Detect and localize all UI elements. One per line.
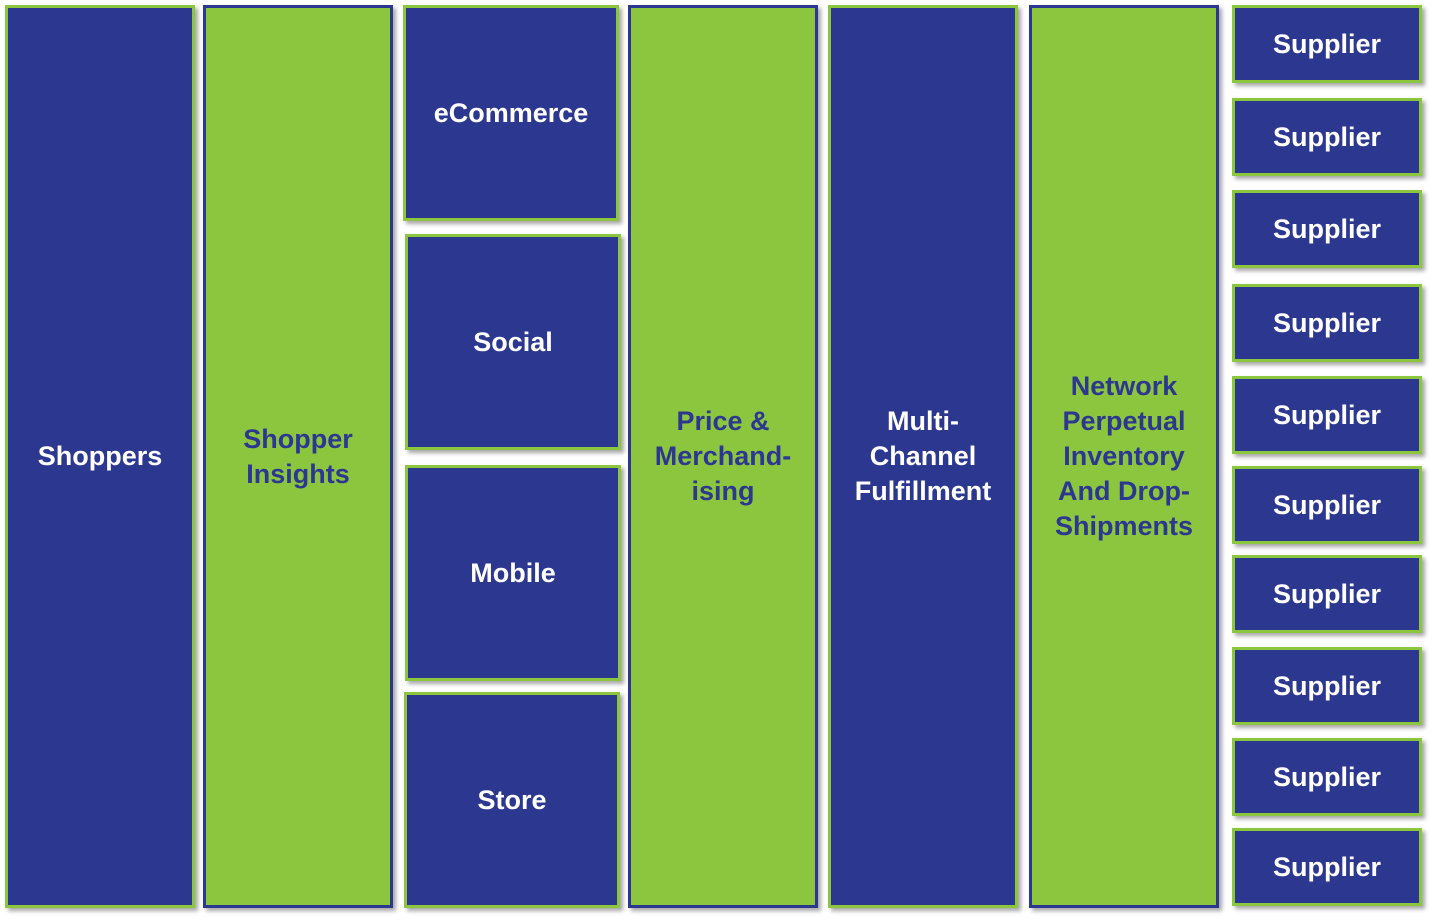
network-inventory-label: Network Perpetual Inventory And Drop- Sh… [1054,371,1194,541]
network-inventory-column: Network Perpetual Inventory And Drop- Sh… [1029,5,1219,908]
supplier-label: Supplier [1272,213,1381,244]
channel-ecommerce-box: eCommerce [403,5,619,221]
shoppers-label: Shoppers [37,441,163,471]
supplier-label: Supplier [1272,399,1381,430]
channel-mobile-box: Mobile [405,465,621,681]
price-merchandising-column: Price & Merchand- ising [628,5,818,908]
shopper-insights-label: Shopper Insights [243,423,353,489]
channel-ecommerce-label: eCommerce [433,98,589,128]
channel-store-box: Store [404,692,620,908]
supplier-label: Supplier [1272,761,1381,792]
supplier-box: Supplier [1232,376,1422,454]
supplier-box: Supplier [1232,284,1422,362]
supplier-box: Supplier [1232,190,1422,268]
supplier-box: Supplier [1232,5,1422,83]
channel-mobile-label: Mobile [470,557,556,588]
shoppers-column: Shoppers [5,5,195,908]
supplier-box: Supplier [1232,828,1422,906]
supplier-label: Supplier [1272,670,1381,701]
supplier-label: Supplier [1272,307,1381,338]
supplier-box: Supplier [1232,647,1422,725]
channel-social-label: Social [473,326,553,357]
price-merchandising-label: Price & Merchand- ising [654,406,792,506]
multi-channel-fulfillment-label: Multi- Channel Fulfillment [854,406,992,506]
channel-store-label: Store [477,784,547,815]
supplier-box: Supplier [1232,555,1422,633]
supplier-label: Supplier [1272,121,1381,152]
supplier-box: Supplier [1232,466,1422,544]
supplier-label: Supplier [1272,851,1381,882]
supplier-label: Supplier [1272,28,1381,59]
supplier-label: Supplier [1272,489,1381,520]
multi-channel-fulfillment-column: Multi- Channel Fulfillment [828,5,1018,908]
supplier-box: Supplier [1232,98,1422,176]
supplier-label: Supplier [1272,578,1381,609]
channel-social-box: Social [405,234,621,450]
shopper-insights-column: Shopper Insights [203,5,393,908]
supplier-box: Supplier [1232,738,1422,816]
